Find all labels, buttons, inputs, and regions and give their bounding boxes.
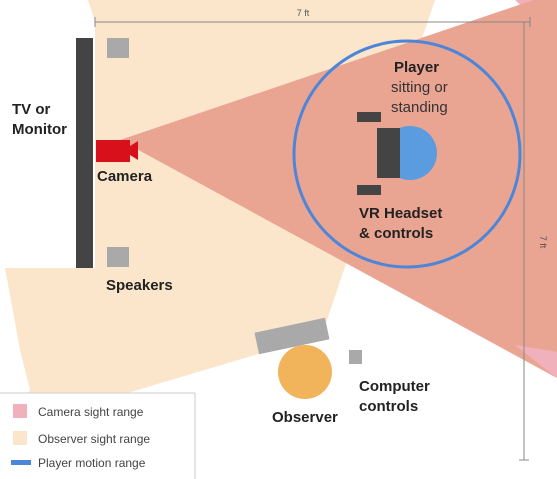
tv-label-line2: Monitor xyxy=(12,121,67,138)
camera-label: Camera xyxy=(97,168,153,185)
width-label: 7 ft xyxy=(297,8,310,18)
speaker-bottom xyxy=(107,247,129,267)
computer-label-line1: Computer xyxy=(359,378,430,395)
vr-label-line1: VR Headset xyxy=(359,205,442,222)
height-label: 7 ft xyxy=(538,236,548,249)
observer xyxy=(278,345,332,399)
speakers-label: Speakers xyxy=(106,277,173,294)
vr-controller-bottom xyxy=(357,185,381,195)
vr-headset xyxy=(377,128,400,178)
computer-controls xyxy=(349,350,362,364)
camera-sight-range xyxy=(120,0,557,378)
tv-monitor xyxy=(76,38,93,268)
vr-label-line2: & controls xyxy=(359,225,433,242)
legend-observer-swatch xyxy=(13,431,27,445)
legend-observer-label: Observer sight range xyxy=(38,432,150,446)
speaker-top xyxy=(107,38,129,58)
player-sub-line2: standing xyxy=(391,99,448,116)
legend-player-swatch xyxy=(11,460,31,465)
legend-camera-label: Camera sight range xyxy=(38,405,144,419)
observer-label: Observer xyxy=(272,409,338,426)
observer-desk xyxy=(254,317,330,355)
width-dimension xyxy=(94,17,531,27)
player-label: Player xyxy=(394,59,439,76)
player-sub-line1: sitting or xyxy=(391,79,448,96)
vr-controller-top xyxy=(357,112,381,122)
camera-range-edge xyxy=(515,345,557,378)
legend: Camera sight range Observer sight range … xyxy=(0,392,196,479)
player-motion-range xyxy=(292,39,522,269)
height-dimension xyxy=(519,22,529,461)
computer-label-line2: controls xyxy=(359,398,418,415)
camera-icon xyxy=(96,140,138,162)
legend-player-label: Player motion range xyxy=(38,456,146,470)
legend-camera-swatch xyxy=(13,404,27,418)
tv-label-line1: TV or xyxy=(12,101,50,118)
